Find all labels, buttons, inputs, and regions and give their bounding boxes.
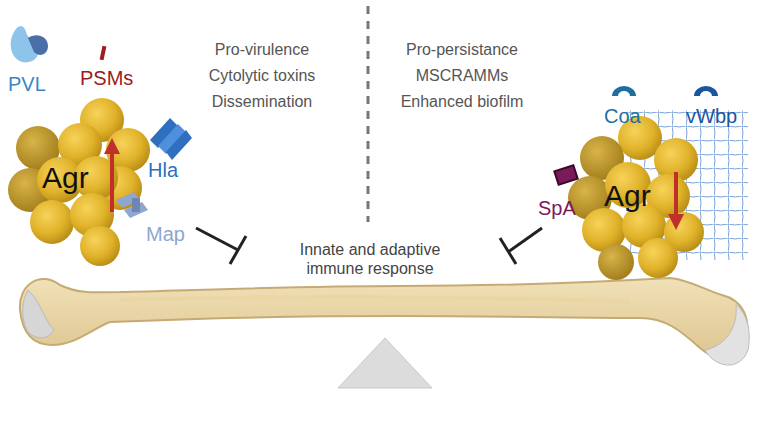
- femur: [20, 278, 749, 365]
- inhibition-right: [500, 228, 542, 264]
- toxin-label: Map: [146, 222, 185, 246]
- group-heading: Pro-virulence: [215, 40, 309, 59]
- bacteria-cluster-left: [8, 98, 150, 266]
- fulcrum: [338, 338, 432, 388]
- protein-label: Coa: [604, 104, 641, 128]
- inhibition-left: [196, 228, 246, 264]
- group-text: Cytolytic toxins: [209, 66, 316, 85]
- bacteria-cluster-right: [568, 116, 704, 280]
- regulator-label: Agr: [42, 160, 89, 196]
- psm-peptide: [100, 46, 107, 61]
- group-text: Dissemination: [212, 92, 312, 111]
- toxin-label: PVL: [8, 72, 46, 96]
- protein-label: vWbp: [686, 104, 737, 128]
- protein-label: SpA: [538, 196, 576, 220]
- spa-protein: [554, 165, 577, 184]
- divider: [367, 6, 370, 222]
- immune-label: Innate and adaptive immune response: [280, 240, 460, 278]
- group-text: Enhanced biofilm: [401, 92, 524, 111]
- toxin-label: Hla: [148, 158, 178, 182]
- group-heading: Pro-persistance: [406, 40, 518, 59]
- pvl-toxin: [11, 26, 48, 62]
- vwbp-protein: [694, 86, 718, 96]
- map-protein: [116, 192, 148, 218]
- group-text: MSCRAMMs: [416, 66, 508, 85]
- toxin-label: PSMs: [80, 66, 133, 90]
- regulator-label: Agr: [604, 178, 651, 214]
- hla-pore: [150, 118, 192, 160]
- coa-protein: [612, 86, 636, 96]
